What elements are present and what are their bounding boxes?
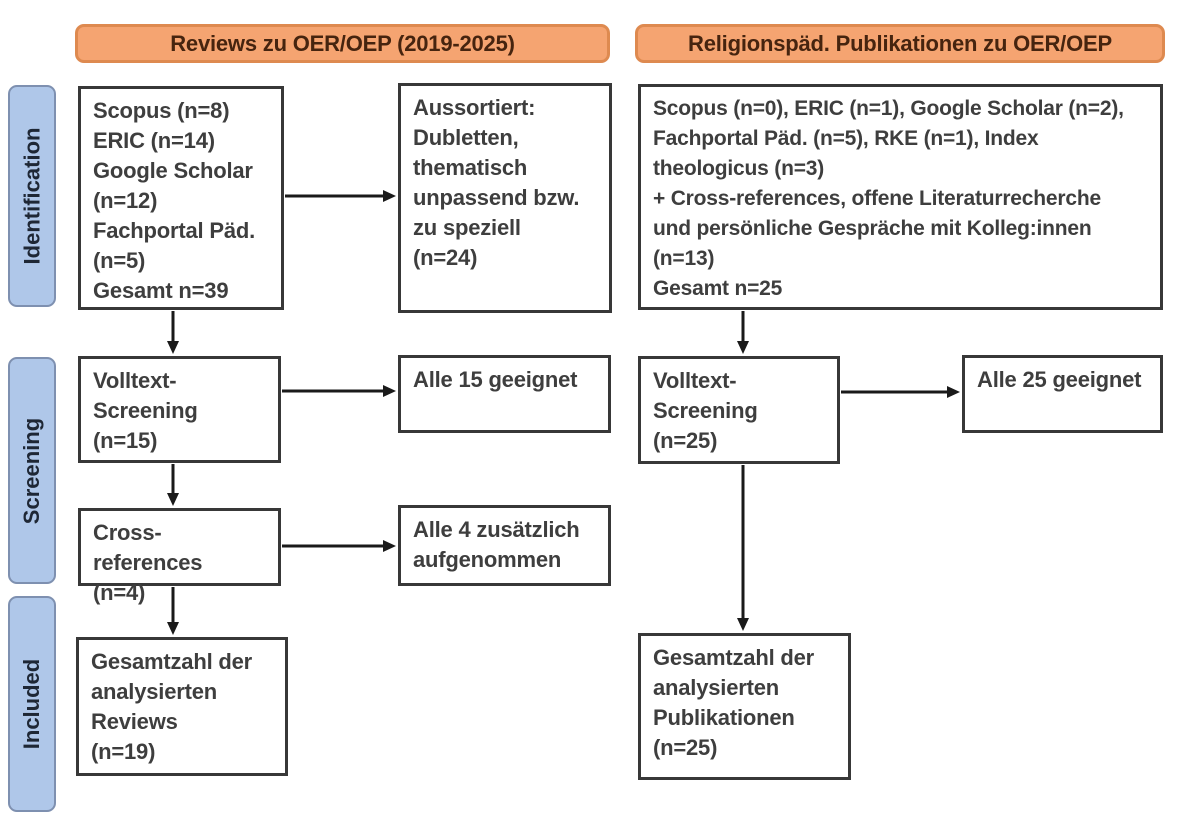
column-header-reviews: Reviews zu OER/OEP (2019-2025) — [75, 24, 610, 63]
box-left-excluded: Aussortiert: Dubletten, thematisch unpas… — [398, 83, 612, 313]
stage-included: Included — [8, 596, 56, 812]
stage-identification: Identification — [8, 85, 56, 307]
box-right-all-suitable: Alle 25 geeignet — [962, 355, 1163, 433]
stage-screening-label: Screening — [19, 417, 44, 524]
box-left-total: Gesamtzahl der analysierten Reviews (n=1… — [76, 637, 288, 776]
box-right-fulltext-screening: Volltext- Screening (n=25) — [638, 356, 840, 464]
stage-identification-label: Identification — [19, 127, 45, 265]
box-left-additional-included: Alle 4 zusätzlich aufgenommen — [398, 505, 611, 586]
box-right-total: Gesamtzahl der analysierten Publikatione… — [638, 633, 851, 780]
box-left-all-suitable: Alle 15 geeignet — [398, 355, 611, 433]
box-left-fulltext-screening: Volltext- Screening (n=15) — [78, 356, 281, 463]
box-right-sources: Scopus (n=0), ERIC (n=1), Google Scholar… — [638, 84, 1163, 310]
box-left-cross-references: Cross-references (n=4) — [78, 508, 281, 605]
stage-screening: Screening — [8, 357, 56, 584]
stage-included-label: Included — [19, 658, 45, 750]
box-left-sources: Scopus (n=8) ERIC (n=14) Google Scholar … — [78, 86, 284, 310]
column-header-religionspaed: Religionspäd. Publikationen zu OER/OEP — [635, 24, 1165, 63]
